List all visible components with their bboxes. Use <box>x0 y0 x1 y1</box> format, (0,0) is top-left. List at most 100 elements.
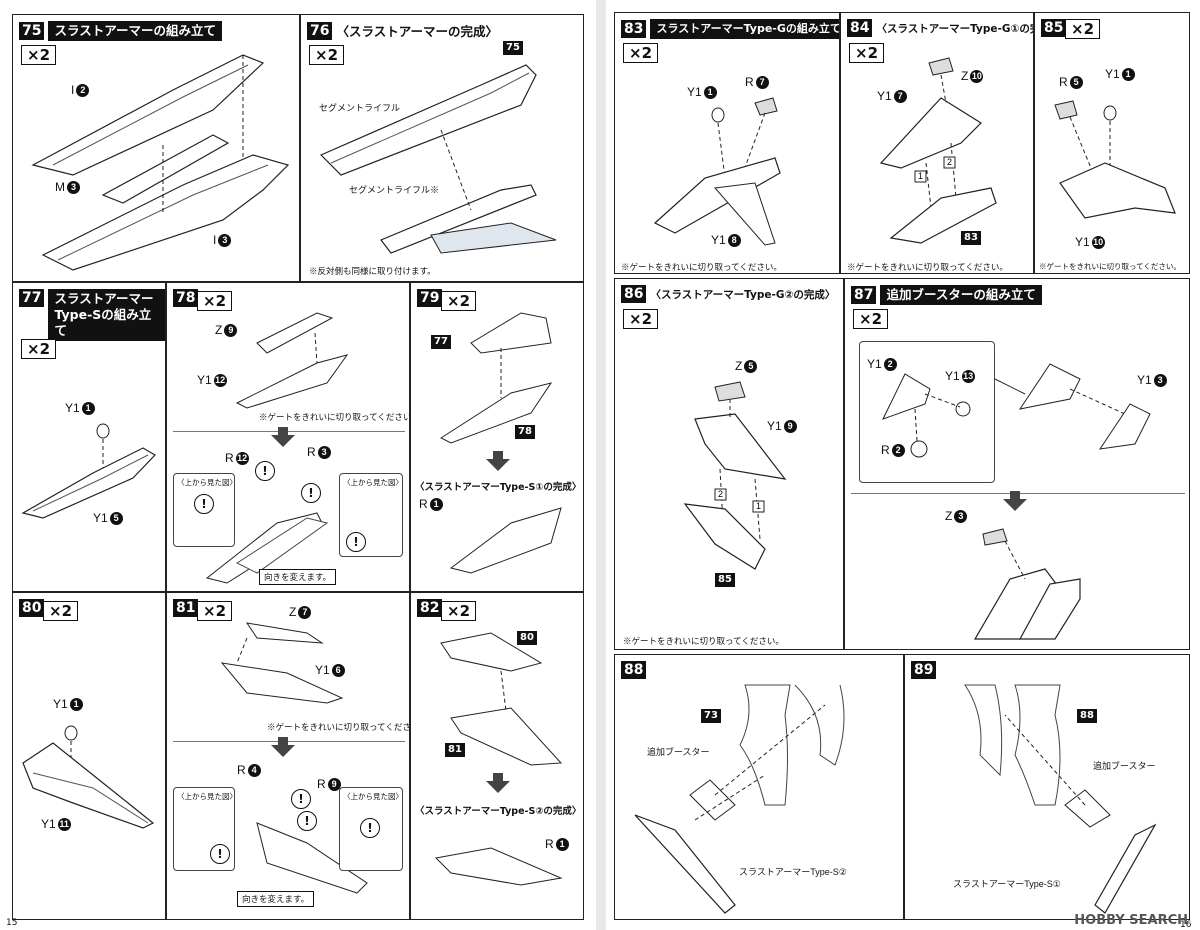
step-header: 79 <box>417 289 443 307</box>
step-title: 〈スラストアーマーType-G②の完成〉 <box>650 288 836 301</box>
step-header: 88 <box>621 661 647 679</box>
multiplier-badge: ×2 <box>309 45 345 65</box>
step-number: 85 <box>1041 19 1067 37</box>
gate-note: ※ゲートをきれいに切り取ってください。 <box>259 412 410 422</box>
step-number: 79 <box>417 289 443 307</box>
booster-label: 追加ブースター <box>647 747 710 757</box>
part-diagram <box>434 632 563 886</box>
part-diagram: 1 2 <box>879 57 997 244</box>
step-header: 76 〈スラストアーマーの完成〉 <box>307 21 498 40</box>
step-title: 〈スラストアーマーの完成〉 <box>336 24 498 39</box>
caution-icon: ! <box>210 844 230 864</box>
ref-step-80: 80 <box>517 631 537 645</box>
top-view-inset: 〈上から見た図〉 ! <box>173 473 237 547</box>
step-number: 89 <box>911 661 937 679</box>
step-header: 78 <box>173 289 199 307</box>
step-result-title: 〈スラストアーマーType-S②の完成〉 <box>415 806 582 817</box>
step-number: 87 <box>851 286 877 304</box>
armor-label: スラストアーマーType-S① <box>953 879 1061 889</box>
step-header: 80 <box>19 599 45 617</box>
top-view-label: 〈上から見た図〉 <box>343 478 403 487</box>
part-diagram <box>882 363 1151 640</box>
caution-icon: ! <box>346 532 366 552</box>
gate-note: ※ゲートをきれいに切り取ってください。 <box>267 722 410 732</box>
part-diagram <box>1054 100 1176 219</box>
ref-step-83: 83 <box>961 231 981 245</box>
step-number: 75 <box>19 22 45 40</box>
spine-gutter <box>596 0 606 930</box>
segment-rifle-label: セグメントライフル <box>319 103 401 113</box>
step-number: 84 <box>847 19 873 37</box>
note-text: ※反対側も同様に取り付けます。 <box>309 266 436 276</box>
booster-label: 追加ブースター <box>1093 761 1156 771</box>
gate-note: ※ゲートをきれいに切り取ってください。 <box>1039 262 1181 271</box>
svg-text:2: 2 <box>947 157 952 167</box>
multiplier-badge: ×2 <box>43 601 79 621</box>
part-diagram <box>439 312 562 574</box>
top-view-inset: 〈上から見た図〉 ! <box>173 787 237 871</box>
part-diagram: 2 1 <box>683 381 787 570</box>
part-diagram <box>21 423 156 519</box>
step-number: 83 <box>621 20 647 38</box>
step-header: 81 <box>173 599 199 617</box>
down-arrow <box>486 781 510 793</box>
caution-icon: ! <box>301 483 321 503</box>
step-number: 77 <box>19 289 45 307</box>
armor-label: スラストアーマーType-S② <box>739 867 847 877</box>
ref-step-77: 77 <box>431 335 451 349</box>
gate-note: ※ゲートをきれいに切り取ってください。 <box>621 262 782 272</box>
multiplier-badge: ×2 <box>21 45 57 65</box>
step-header: 85 <box>1041 19 1067 37</box>
multiplier-badge: ×2 <box>853 309 889 329</box>
assembled-diagram <box>319 64 557 254</box>
gate-note: ※ゲートをきれいに切り取ってください。 <box>847 262 1008 272</box>
part-diagram <box>22 725 155 829</box>
step-header: 82 <box>417 599 443 617</box>
caution-icon: ! <box>297 811 317 831</box>
step-number: 76 <box>307 21 333 40</box>
caution-icon: ! <box>255 461 275 481</box>
step-title: スラストアーマーの組み立て <box>48 21 222 41</box>
down-arrow-stem <box>278 737 288 745</box>
step-header: 84 〈スラストアーマーType-G①の完成〉 <box>847 19 1033 37</box>
down-arrow <box>271 435 295 447</box>
ref-step-73: 73 <box>701 709 721 723</box>
step-header: 87 追加ブースターの組み立て <box>851 285 1042 305</box>
page-number-left: 15 <box>6 918 18 928</box>
ref-step-85: 85 <box>715 573 735 587</box>
down-arrow <box>271 745 295 757</box>
step-81-panel: 81 ×2 Z7 Y16 ※ゲートをきれいに切り取ってください。 R4 R9 !… <box>166 592 410 920</box>
assembly-diagram <box>964 684 1157 914</box>
part-diagram <box>31 54 290 271</box>
step-title: 〈スラストアーマーType-G①の完成〉 <box>876 22 1033 35</box>
down-arrow <box>486 459 510 471</box>
ref-step-88: 88 <box>1077 709 1097 723</box>
part-diagram <box>220 622 368 894</box>
top-view-inset: 〈上から見た図〉 ! <box>339 473 403 557</box>
step-header: 83 スラストアーマーType-Gの組み立て <box>621 19 839 39</box>
step-header: 86 〈スラストアーマーType-G②の完成〉 <box>621 285 835 303</box>
